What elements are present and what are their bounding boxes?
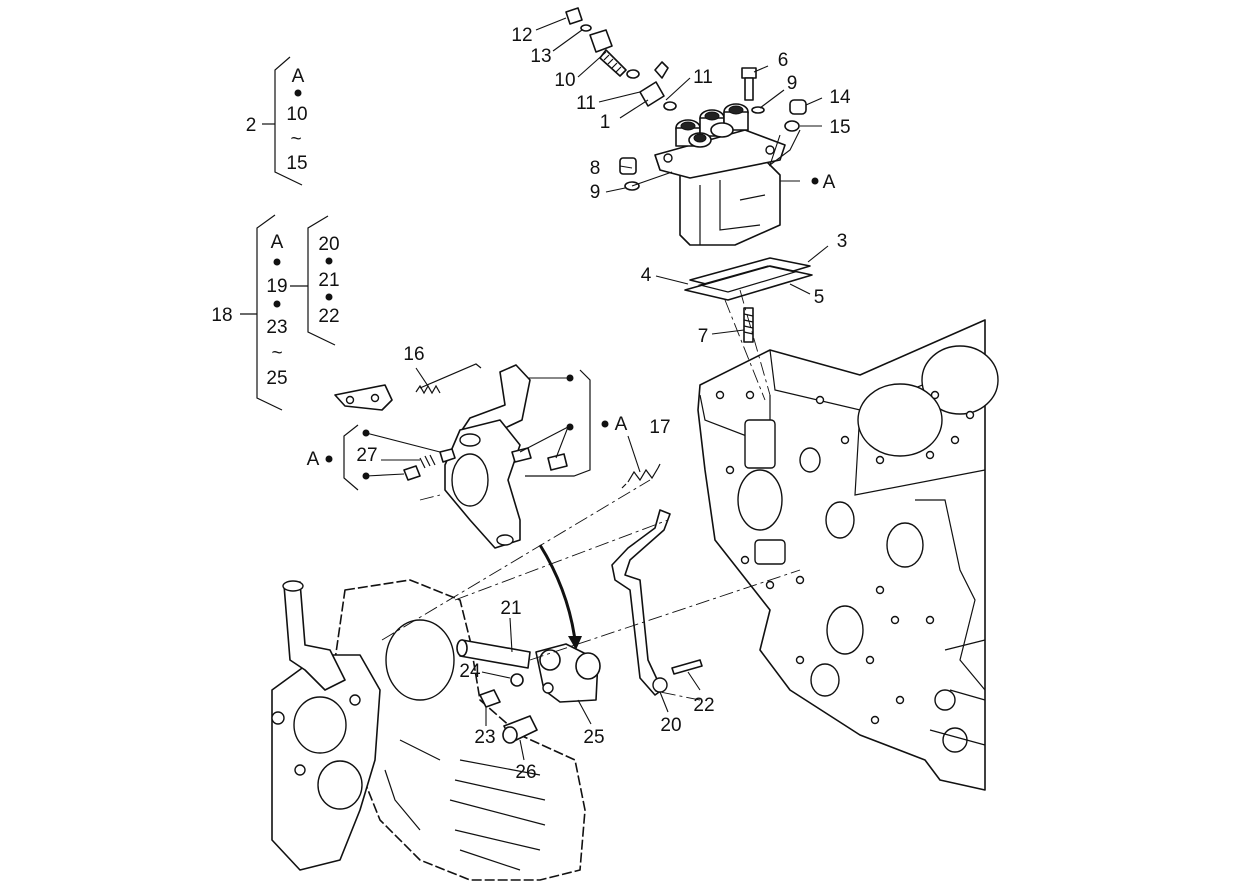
- callout-8: 8: [590, 158, 601, 179]
- callout-3: 3: [837, 231, 848, 252]
- callout-1: 1: [600, 112, 611, 133]
- callout-21: 21: [500, 598, 521, 619]
- callout-24: 24: [459, 661, 481, 682]
- washer-9-top: [751, 106, 765, 114]
- group-18-item-19: 19: [266, 276, 287, 297]
- group-19-item-21: 21: [318, 270, 339, 291]
- callout-9-top: 9: [787, 73, 798, 94]
- callout-10: 10: [554, 70, 575, 91]
- callout-27: 27: [356, 445, 377, 466]
- group-19-item-20: 20: [318, 234, 339, 255]
- callout-dots: [273, 89, 819, 480]
- alignment-lines: [381, 289, 801, 701]
- callout-5: 5: [814, 287, 825, 308]
- assembly-arrow: [538, 544, 577, 641]
- callout-22: 22: [693, 695, 714, 716]
- callout-17: 17: [649, 417, 670, 438]
- bushing-25: [535, 643, 601, 703]
- callout-7: 7: [698, 326, 709, 347]
- callout-14: 14: [829, 87, 851, 108]
- callout-25: 25: [583, 727, 604, 748]
- group-2-item-15: 15: [286, 153, 307, 174]
- group-2-range-mark: ~: [290, 129, 301, 150]
- assembly-arrowhead: [568, 636, 582, 650]
- callout-15: 15: [829, 117, 850, 138]
- injection-pump: [654, 103, 786, 246]
- stop-lever-bracket-16: [334, 363, 482, 411]
- callout-11-left: 11: [576, 93, 596, 114]
- banjo-bolt-assembly: [565, 7, 677, 111]
- callout-13: 13: [530, 46, 551, 67]
- callout-a-pump: A: [823, 172, 836, 193]
- bolt-26: [502, 715, 538, 744]
- callout-labels: 1 2 3 4 5 6 7 8 9 9 10 11 11 12 13 14 15…: [211, 25, 851, 783]
- group-2-item-10: 10: [286, 104, 307, 125]
- group-18-item-25: 25: [266, 368, 287, 389]
- group-18-range-mark: ~: [271, 343, 282, 364]
- group-19-item-22: 22: [318, 306, 339, 327]
- group-brackets: [240, 56, 591, 491]
- nut-24: [510, 673, 524, 687]
- callout-6: 6: [778, 50, 789, 71]
- callout-12: 12: [511, 25, 532, 46]
- shaft-21: [456, 639, 531, 669]
- group-18-item-23: 23: [266, 317, 287, 338]
- callout-a-lever: A: [615, 414, 628, 435]
- callout-4: 4: [641, 265, 652, 286]
- washer-15: [784, 120, 800, 132]
- bolt-23: [479, 689, 501, 708]
- stud-7: [743, 307, 754, 343]
- callout-a-left: A: [307, 449, 320, 470]
- timing-gear-case: [271, 579, 586, 881]
- pump-gaskets: [684, 257, 813, 301]
- callout-20: 20: [660, 715, 681, 736]
- callout-11-right: 11: [693, 67, 713, 88]
- callout-26: 26: [515, 762, 536, 783]
- bolt-6: [741, 67, 757, 101]
- callout-2: 2: [246, 115, 257, 136]
- callout-16: 16: [403, 344, 424, 365]
- small-pins-27: [403, 447, 568, 481]
- callout-9-left: 9: [590, 182, 601, 203]
- pin-22: [671, 659, 703, 675]
- spring-17: [621, 463, 661, 489]
- engine-block: [697, 319, 999, 791]
- governor-fork-lever: [444, 364, 531, 549]
- callout-18: 18: [211, 305, 232, 326]
- leader-lines: [365, 17, 829, 761]
- callout-23: 23: [474, 727, 495, 748]
- group-2-item-a: A: [292, 66, 305, 87]
- plug-14: [789, 99, 807, 115]
- group-18-item-a: A: [271, 232, 284, 253]
